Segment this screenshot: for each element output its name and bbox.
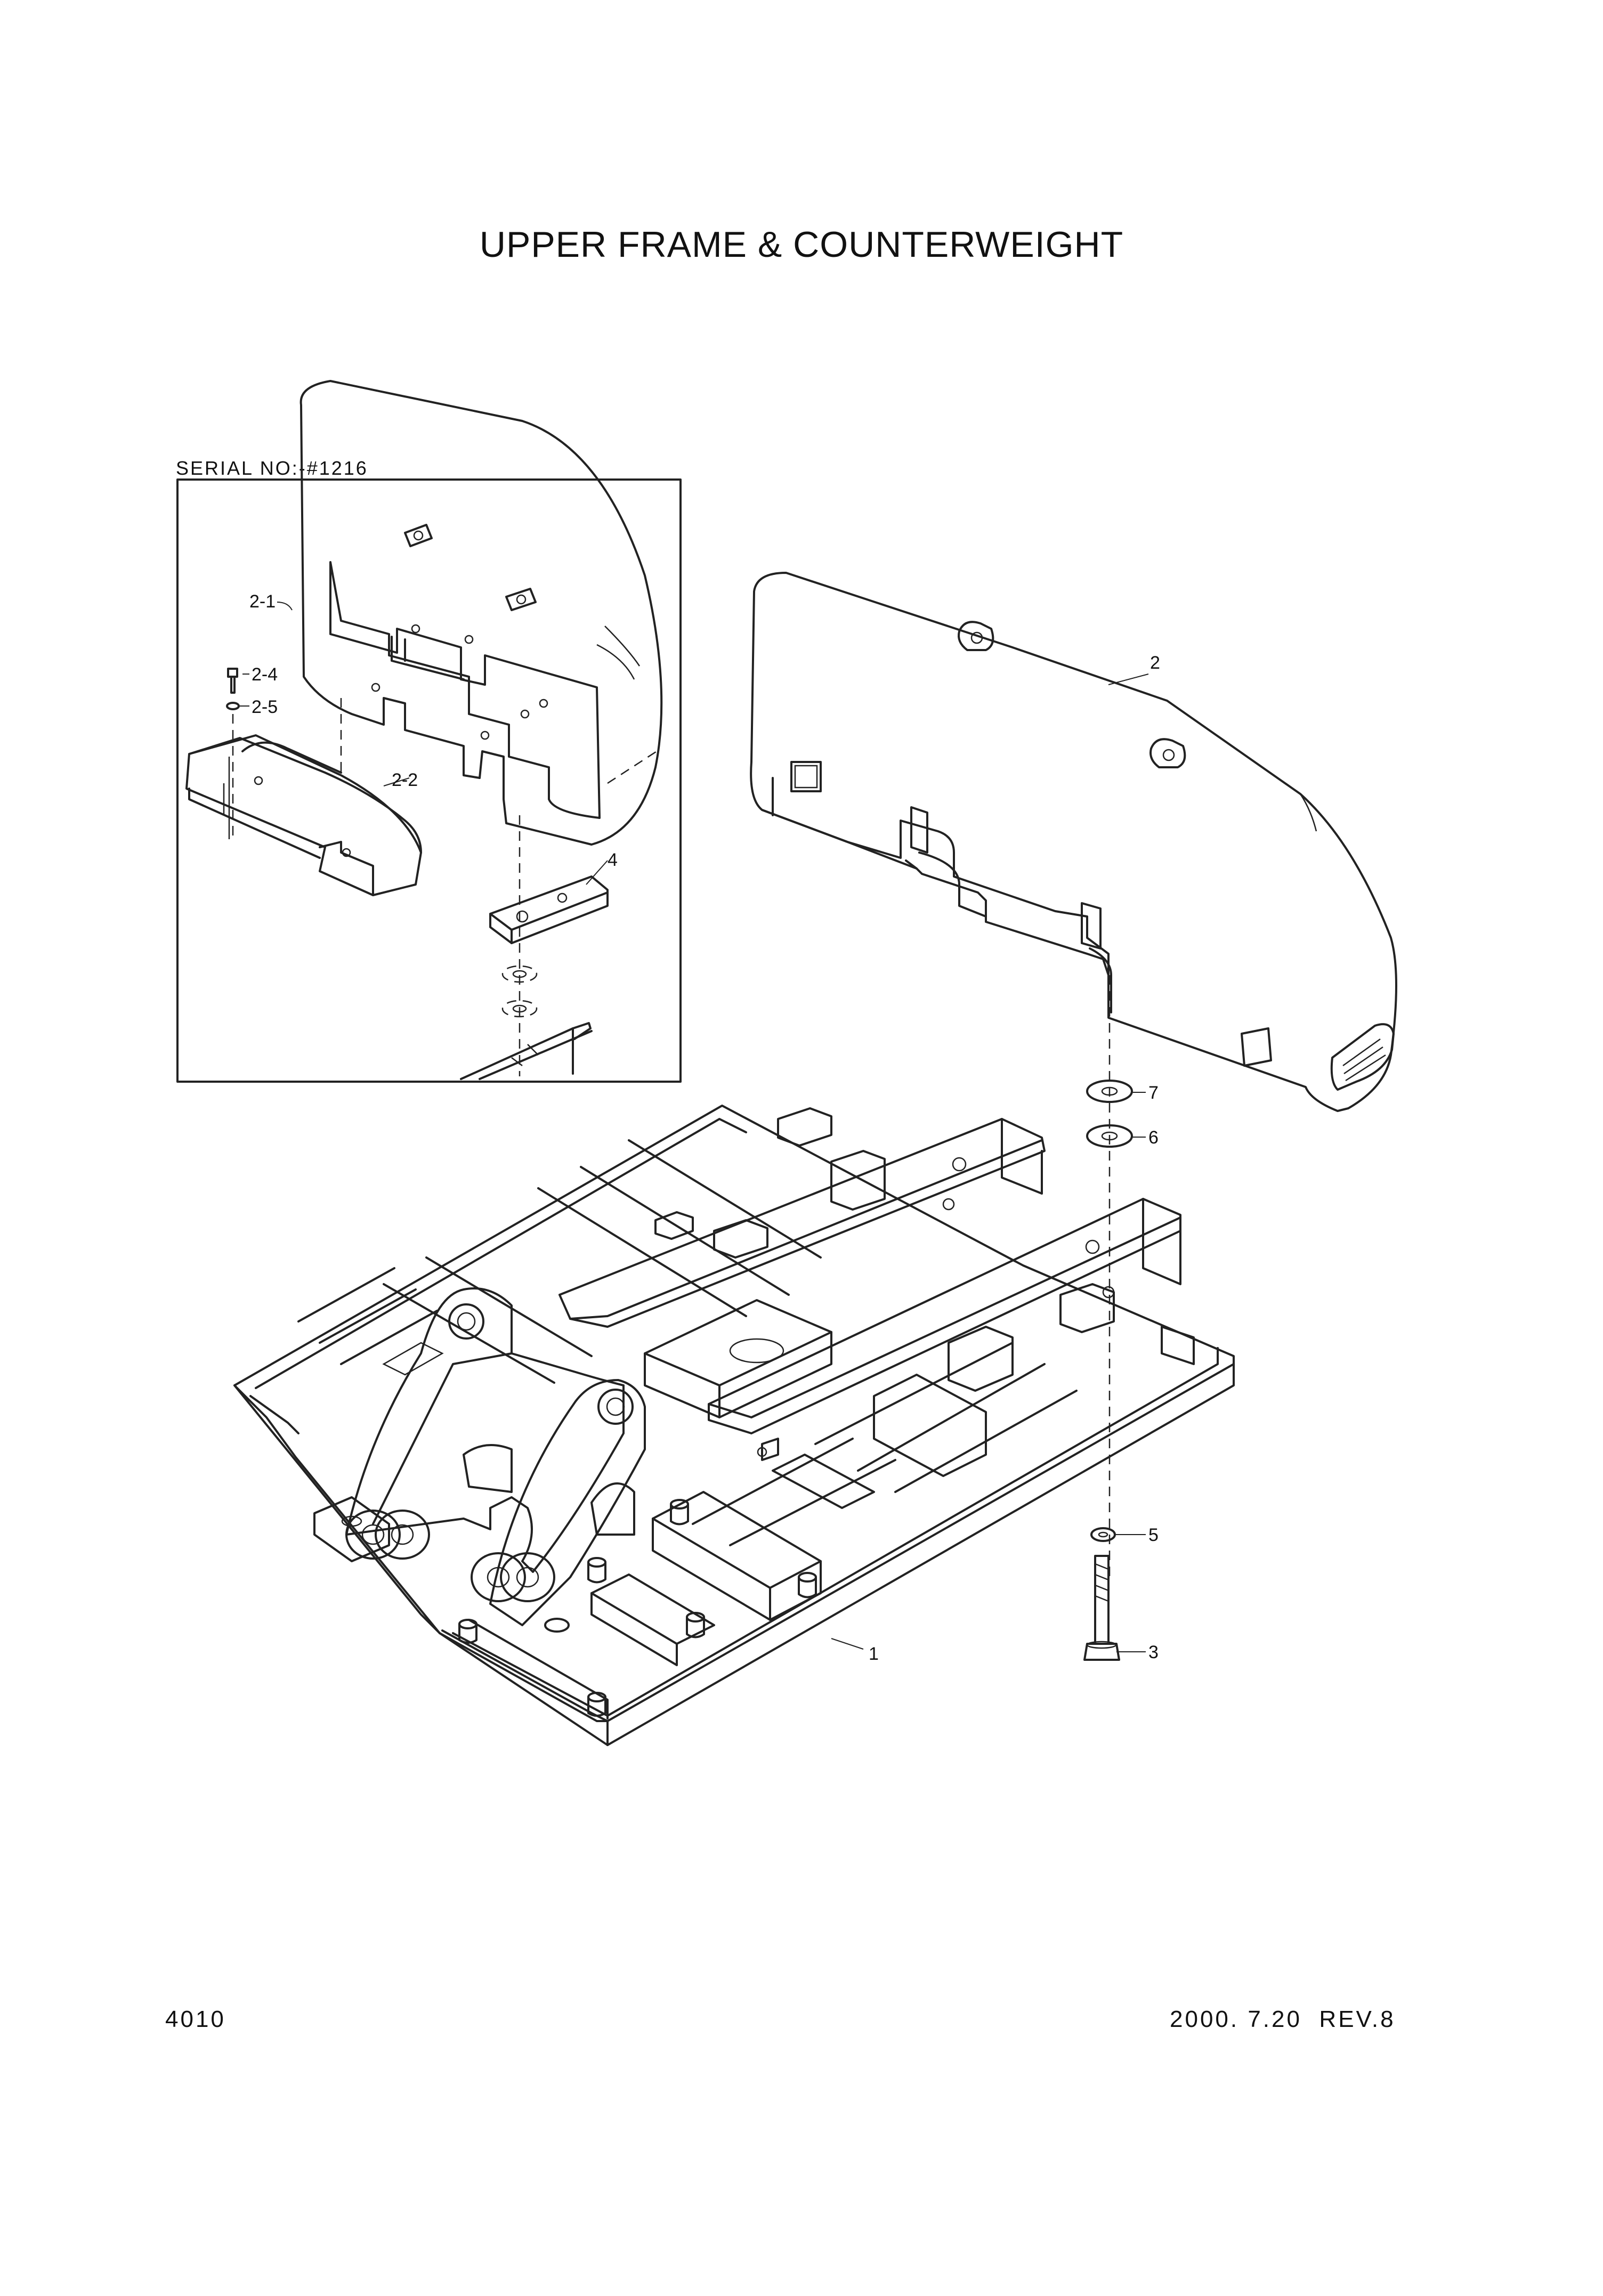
callout-1: 1 [869,1644,879,1664]
inset-washers [501,965,538,1018]
callout-2-5: 2-5 [252,697,278,717]
inset-bolt-2-4 [227,668,238,694]
boom-foot-brackets [345,1287,646,1626]
inset-washer-2-5 [226,702,240,710]
serial-number-label: SERIAL NO:-#1216 [176,457,368,479]
upper-frame-1 [233,1105,1235,1746]
inset-rail-fragment [460,1022,593,1080]
inset-frame [176,478,682,1083]
frame-pins [458,1499,817,1717]
callout-7: 7 [1148,1083,1159,1103]
bolt-3 [1083,1555,1120,1661]
callout-2: 2 [1150,653,1160,673]
callout-2-4: 2-4 [252,664,278,685]
page-title: UPPER FRAME & COUNTERWEIGHT [479,224,1124,265]
leader-lines [239,602,1149,1652]
washer-5 [1090,1527,1116,1542]
callout-2-2: 2-2 [392,770,418,790]
callout-3: 3 [1148,1642,1159,1662]
washer-7 [1086,1080,1133,1103]
page-number: 4010 [165,2006,226,2032]
callout-4: 4 [608,850,618,870]
washer-6 [1086,1124,1133,1148]
inset-counterweight-2-1 [299,380,663,846]
callout-5: 5 [1148,1525,1159,1545]
revision-date: 2000. 7.20 REV.8 [1170,2006,1396,2032]
callout-6: 6 [1148,1127,1159,1148]
plate-4 [489,875,609,944]
counterweight-2 [750,572,1397,1112]
inset-weight-2-2 [185,734,422,896]
callout-2-1: 2-1 [249,591,276,612]
